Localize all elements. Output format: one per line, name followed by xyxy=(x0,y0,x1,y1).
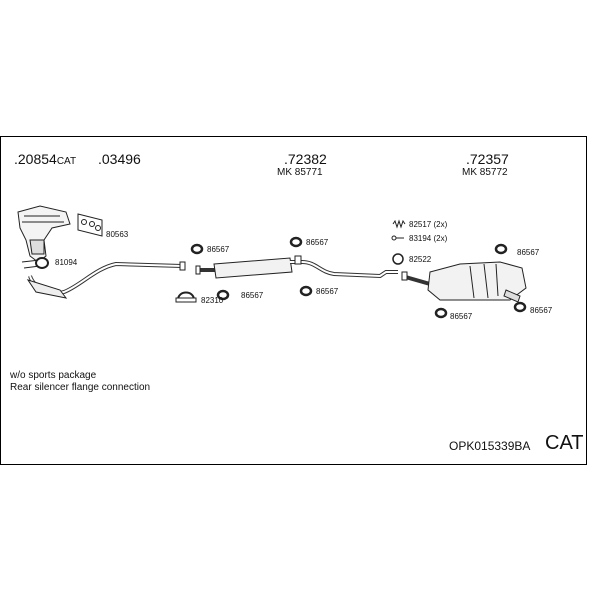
spring-icon xyxy=(392,219,406,229)
callout-86567-e: 86567 xyxy=(517,248,540,257)
callout-86567-b: 86567 xyxy=(306,238,329,247)
clamp-ring-icon xyxy=(35,257,49,269)
rubber-mount-icon xyxy=(190,236,527,319)
sealing-ring-icon xyxy=(392,253,404,265)
callout-86567-a: 86567 xyxy=(207,245,230,254)
middle-silencer xyxy=(195,255,398,279)
part-number-rear-silencer: .72357 xyxy=(466,151,509,167)
catalyst-manifold xyxy=(17,205,71,269)
rear-silencer xyxy=(401,261,527,303)
part-number-catalyst: .20854CAT xyxy=(14,151,77,167)
callout-86567-d: 86567 xyxy=(316,287,339,296)
callout-86567-g: 86567 xyxy=(530,306,553,315)
clamp-ring-icon xyxy=(175,291,197,303)
part-number-front-pipe: .03496 xyxy=(98,151,141,167)
mounting-kit-middle: MK 85771 xyxy=(277,167,323,178)
cat-suffix: CAT xyxy=(56,156,77,167)
callout-86567-f: 86567 xyxy=(450,312,473,321)
note-sports-package: w/o sports package xyxy=(10,370,97,381)
set-code: OPK015339BA xyxy=(449,439,531,453)
callout-83194: 83194 (2x) xyxy=(409,234,448,243)
callout-80563: 80563 xyxy=(106,230,129,239)
cat-label: CAT xyxy=(545,432,584,454)
callout-82522: 82522 xyxy=(409,255,432,264)
diagram-frame xyxy=(0,136,587,465)
callout-82310: 82310 xyxy=(201,296,224,305)
callout-86567-c: 86567 xyxy=(241,291,264,300)
front-pipe xyxy=(26,261,186,299)
bolt-icon xyxy=(391,235,404,241)
callout-81094: 81094 xyxy=(55,258,78,267)
part-number-middle-silencer: .72382 xyxy=(284,151,327,167)
gasket-icon xyxy=(77,213,103,237)
note-flange-connection: Rear silencer flange connection xyxy=(10,382,151,393)
mounting-kit-rear: MK 85772 xyxy=(462,167,508,178)
callout-82517: 82517 (2x) xyxy=(409,220,448,229)
